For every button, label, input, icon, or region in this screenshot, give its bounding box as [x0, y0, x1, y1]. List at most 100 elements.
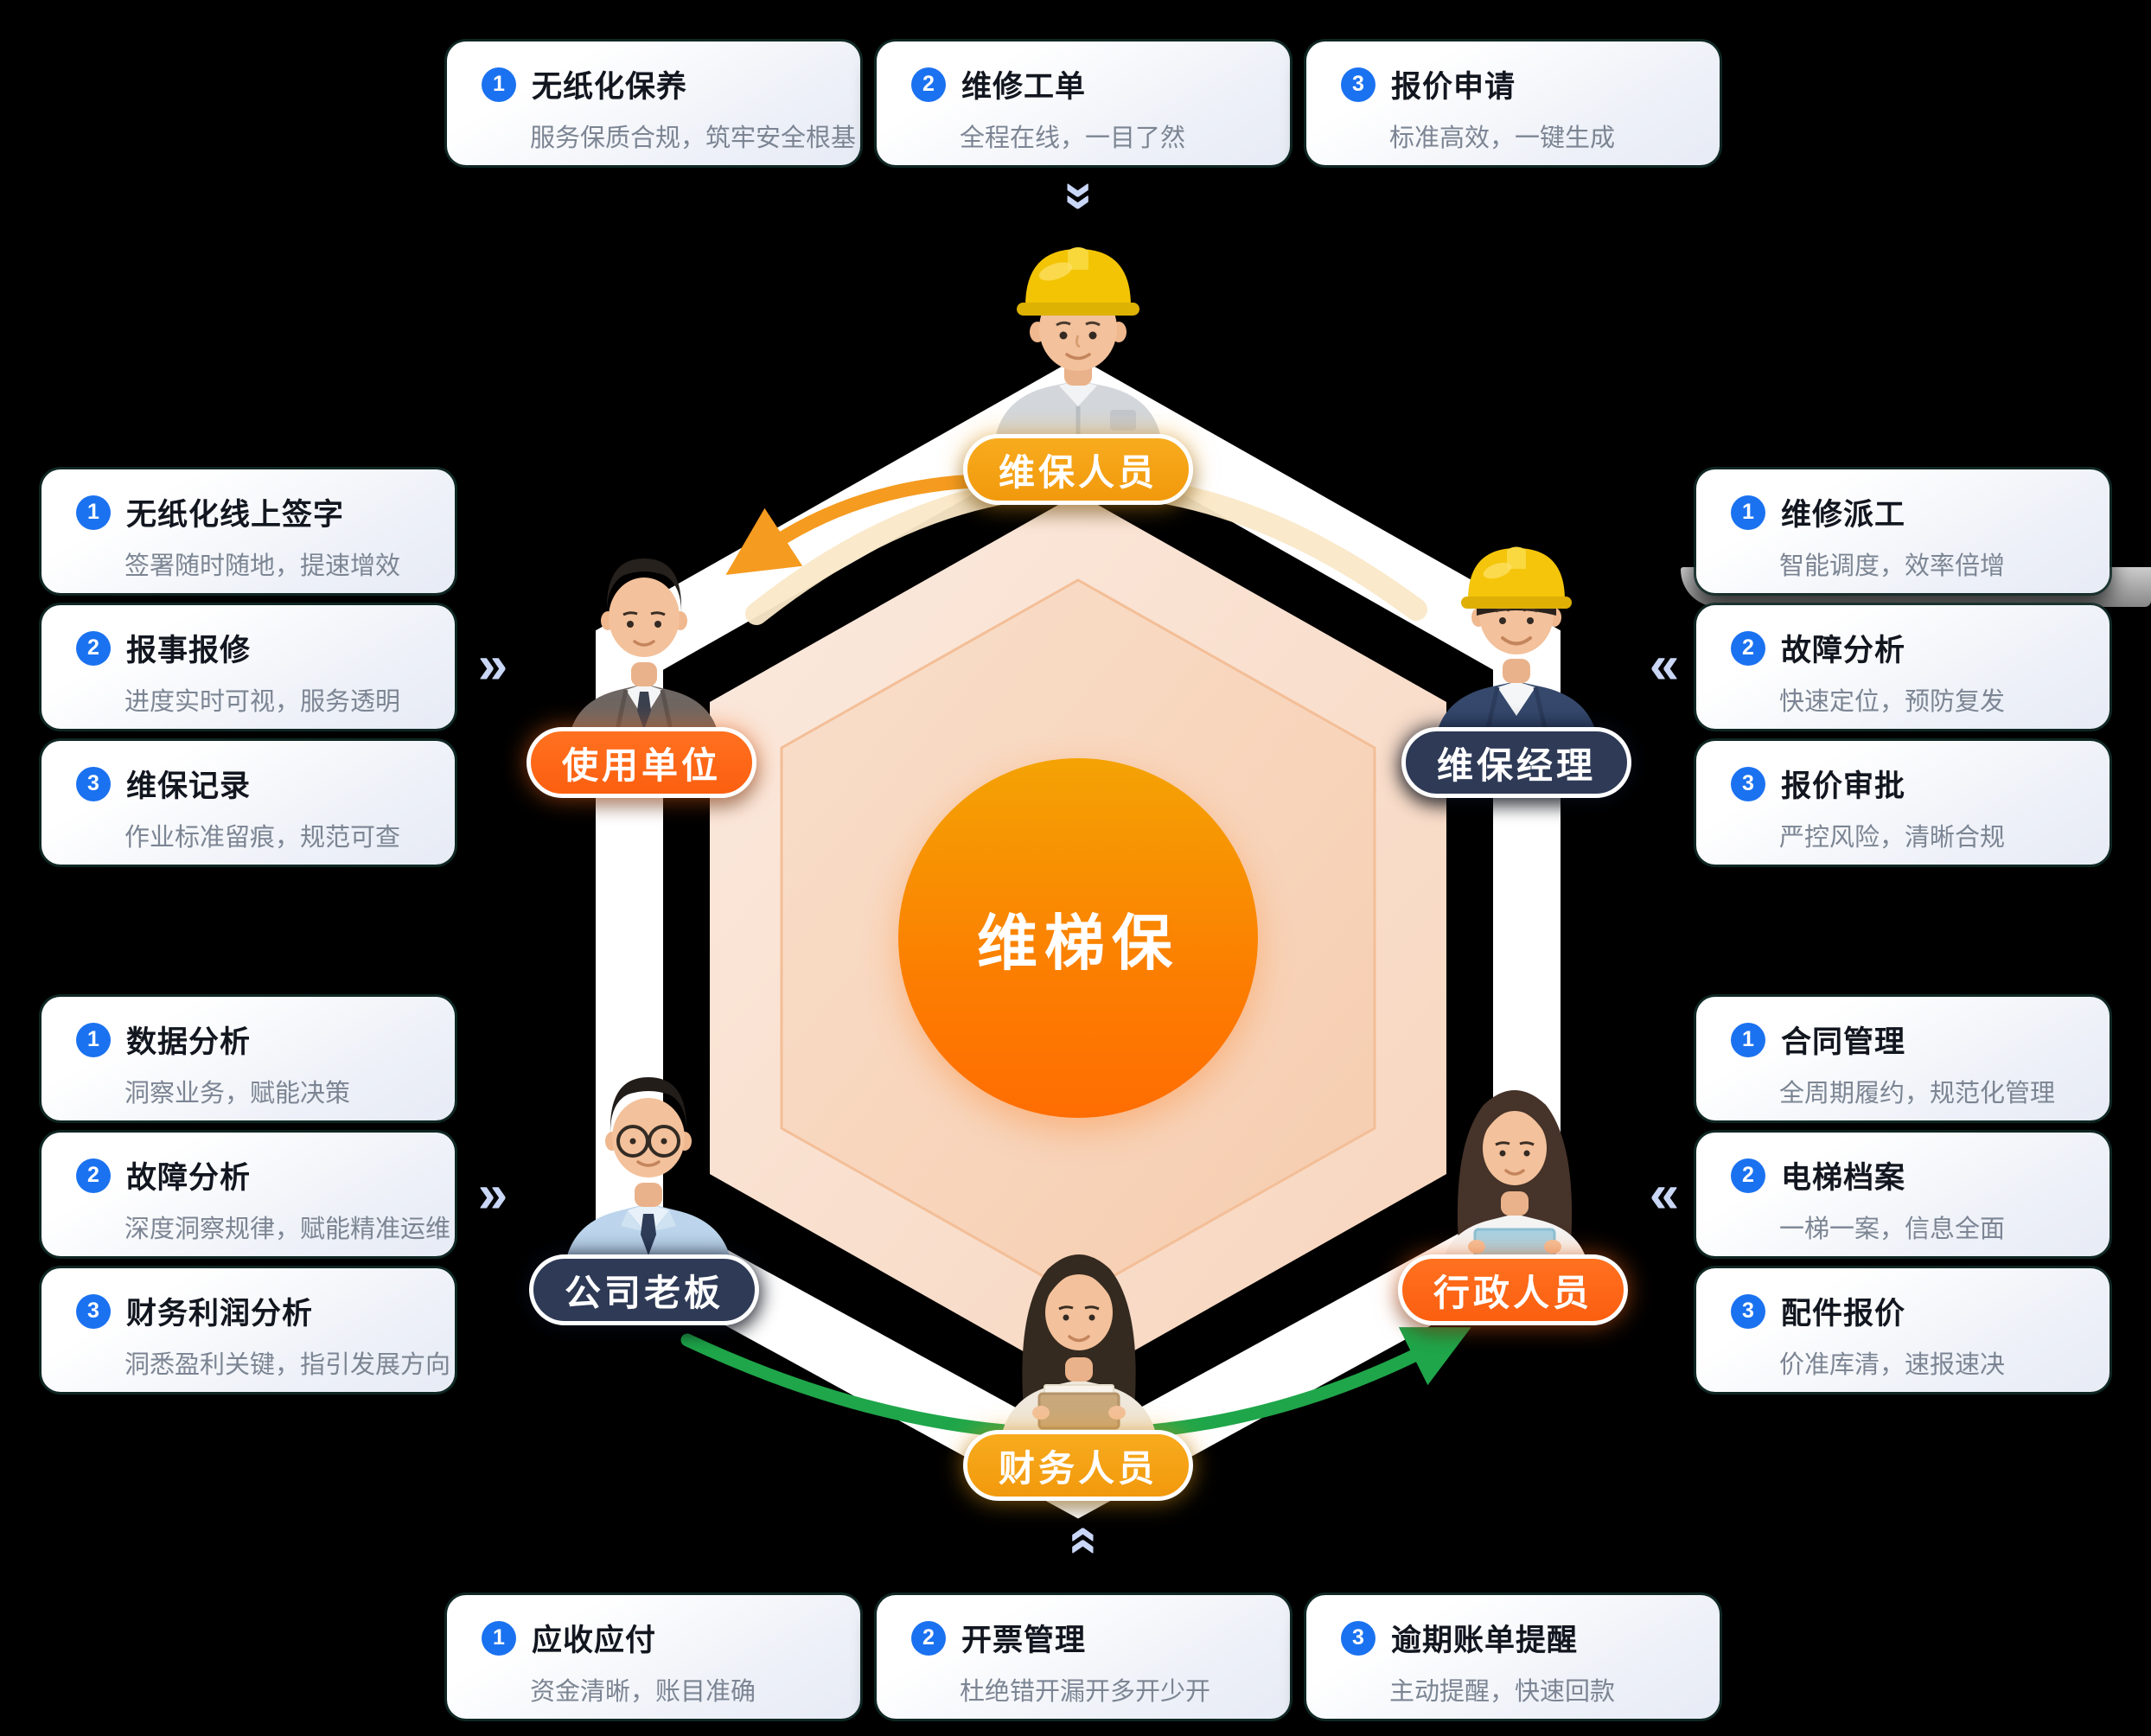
photo-client-unit [569, 558, 719, 738]
hair [606, 558, 682, 612]
card-title: 无纸化保养 [532, 70, 688, 104]
feature-card-fault-analysis-manager: 2 故障分析 快速定位，预防复发 [1696, 605, 2110, 729]
role-pill-client-unit: 使用单位 [526, 727, 757, 798]
chevron-double-up-icon: » [1050, 1525, 1109, 1556]
card-desc: 快速定位，预防复发 [1779, 688, 2006, 716]
card-desc: 作业标准留痕，规范可查 [124, 824, 401, 852]
number-badge: 3 [76, 766, 111, 801]
orange-arrow [725, 474, 993, 576]
card-desc: 洞悉盈利关键，指引发展方向 [124, 1351, 451, 1379]
card-title: 财务利润分析 [126, 1297, 314, 1331]
manager-helmet-icon [1468, 548, 1565, 600]
feature-card-data-analysis: 1 数据分析 洞察业务，赋能决策 [41, 997, 455, 1120]
card-desc: 服务保质合规，筑牢安全根基 [530, 124, 857, 152]
card-desc: 全周期履约，规范化管理 [1779, 1080, 2056, 1107]
number-badge: 1 [1731, 495, 1765, 530]
feature-card-contract-management: 1 合同管理 全周期履约，规范化管理 [1696, 997, 2110, 1120]
card-title: 故障分析 [1781, 634, 1906, 667]
tie [637, 692, 651, 730]
card-title: 报事报修 [126, 634, 252, 667]
card-desc: 全程在线，一目了然 [960, 124, 1186, 152]
role-pill-admin-staff: 行政人员 [1397, 1254, 1629, 1325]
card-title: 数据分析 [126, 1025, 252, 1059]
face [1045, 1274, 1113, 1350]
card-title: 维修工单 [961, 70, 1087, 104]
number-badge: 2 [76, 630, 111, 666]
card-title: 应收应付 [532, 1624, 657, 1657]
card-title: 报价审批 [1781, 769, 1906, 803]
feature-card-receivables-payables: 1 应收应付 资金清晰，账目准确 [447, 1595, 860, 1719]
feature-card-paperless-maintenance: 1 无纸化保养 服务保质合规，筑牢安全根基 [447, 41, 860, 165]
card-desc: 深度洞察规律，赋能精准运维 [124, 1216, 451, 1243]
number-badge: 2 [911, 67, 946, 102]
face [1483, 1111, 1547, 1185]
card-title: 合同管理 [1781, 1025, 1906, 1059]
role-pill-finance-staff: 财务人员 [962, 1430, 1194, 1501]
role-pill-maintenance-manager: 维保经理 [1401, 727, 1632, 798]
tie [641, 1214, 656, 1255]
photo-finance-staff [1001, 1254, 1157, 1437]
number-badge: 2 [1731, 1158, 1765, 1193]
card-title: 无纸化线上签字 [126, 498, 345, 532]
card-desc: 标准高效，一键生成 [1389, 124, 1616, 152]
role-pill-maintenance-staff: 维保人员 [962, 434, 1194, 505]
photo-maintenance-staff [994, 247, 1162, 443]
number-badge: 3 [1731, 766, 1765, 801]
feature-card-fault-analysis-boss: 2 故障分析 深度洞察规律，赋能精准运维 [41, 1133, 455, 1256]
feature-card-repair-dispatch: 1 维修派工 智能调度，效率倍增 [1696, 469, 2110, 593]
card-title: 报价申请 [1391, 70, 1516, 104]
number-badge: 1 [482, 67, 516, 102]
card-desc: 资金清晰，账目准确 [530, 1678, 756, 1706]
number-badge: 2 [911, 1620, 946, 1656]
card-desc: 签署随时随地，提速增效 [124, 552, 401, 580]
feature-card-overdue-bill-reminder: 3 逾期账单提醒 主动提醒，快速回款 [1306, 1595, 1720, 1719]
card-desc: 洞察业务，赋能决策 [124, 1080, 351, 1107]
card-desc: 进度实时可视，服务透明 [124, 688, 401, 716]
chevron-double-right-icon: » [477, 1165, 508, 1224]
card-title: 配件报价 [1781, 1297, 1906, 1331]
worker-helmet-icon [1025, 249, 1131, 306]
card-desc: 主动提醒，快速回款 [1389, 1678, 1616, 1706]
card-title: 开票管理 [961, 1624, 1087, 1657]
card-title: 逾期账单提醒 [1391, 1624, 1579, 1657]
number-badge: 3 [1341, 1620, 1375, 1656]
card-desc: 一梯一案，信息全面 [1779, 1216, 2006, 1243]
number-badge: 1 [1731, 1022, 1765, 1057]
photo-maintenance-manager [1435, 546, 1598, 740]
card-desc: 严控风险，清晰合规 [1779, 824, 2006, 852]
card-desc: 智能调度，效率倍增 [1779, 552, 2006, 580]
card-title: 维修派工 [1781, 498, 1906, 532]
number-badge: 2 [1731, 630, 1765, 666]
card-desc: 杜绝错开漏开多开少开 [960, 1678, 1211, 1706]
feature-card-repair-order: 2 维修工单 全程在线，一目了然 [877, 41, 1290, 165]
card-title: 维保记录 [126, 769, 252, 803]
chevron-double-right-icon: » [477, 635, 508, 695]
number-badge: 3 [1731, 1293, 1765, 1329]
tan-folder [1037, 1392, 1120, 1430]
worker-collar [1059, 380, 1097, 406]
photo-admin-staff [1442, 1090, 1587, 1262]
face [609, 578, 680, 657]
card-title: 故障分析 [126, 1161, 252, 1195]
feature-card-profit-analysis: 3 财务利润分析 洞悉盈利关键，指引发展方向 [41, 1268, 455, 1392]
card-title: 电梯档案 [1781, 1161, 1906, 1195]
chevron-double-left-icon: « [1649, 635, 1680, 695]
number-badge: 3 [1341, 67, 1375, 102]
number-badge: 1 [482, 1620, 516, 1656]
feature-card-quote-request: 3 报价申请 标准高效，一键生成 [1306, 41, 1720, 165]
chevron-double-down-icon: » [1051, 181, 1111, 212]
number-badge: 3 [76, 1293, 111, 1329]
center-brand-circle: 维梯保 [898, 758, 1258, 1118]
feature-card-maintenance-records: 3 维保记录 作业标准留痕，规范可查 [41, 741, 455, 865]
feature-card-report-repair: 2 报事报修 进度实时可视，服务透明 [41, 605, 455, 729]
feature-card-quote-approval: 3 报价审批 严控风险，清晰合规 [1696, 741, 2110, 865]
feature-card-invoice-management: 2 开票管理 杜绝错开漏开多开少开 [877, 1595, 1290, 1719]
role-pill-company-boss: 公司老板 [528, 1254, 760, 1325]
number-badge: 2 [76, 1158, 111, 1193]
chevron-double-left-icon: « [1649, 1165, 1680, 1224]
number-badge: 1 [76, 1022, 111, 1057]
brand-label: 维梯保 [977, 909, 1179, 977]
